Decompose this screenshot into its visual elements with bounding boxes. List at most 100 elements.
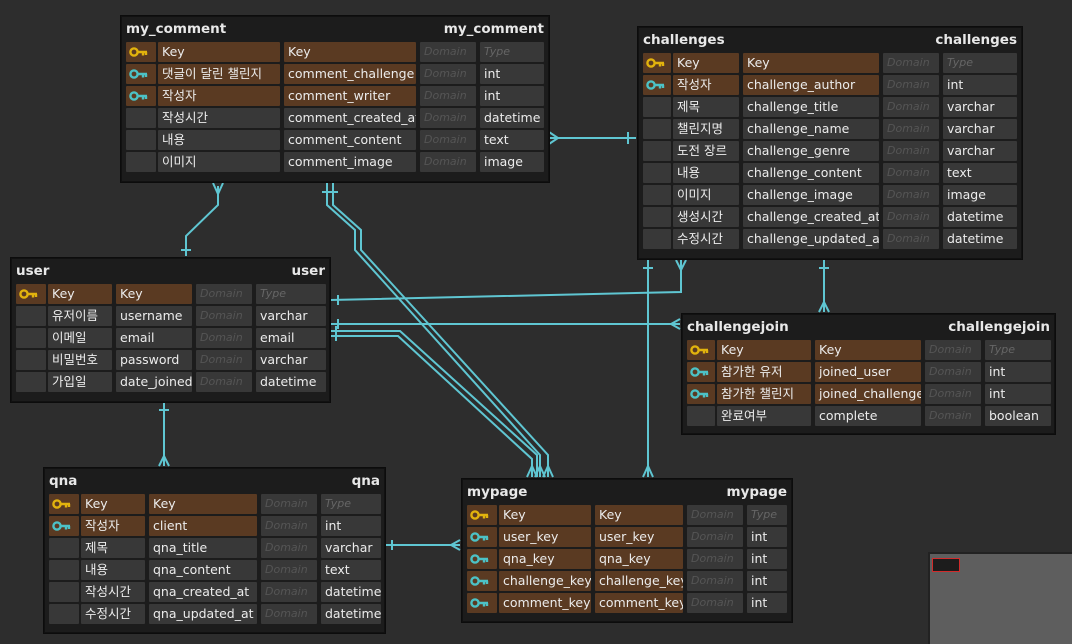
column-domain[interactable]: Domain xyxy=(925,406,981,426)
column-physical-name[interactable]: challenge_title xyxy=(743,97,879,117)
column-type[interactable]: varchar xyxy=(943,119,1017,139)
column-logical-name[interactable]: Key xyxy=(158,42,280,62)
column-domain[interactable]: Domain xyxy=(261,560,317,580)
column-type[interactable]: int xyxy=(985,384,1051,404)
column-domain[interactable]: Domain xyxy=(883,229,939,249)
column-logical-name[interactable]: 유저이름 xyxy=(48,306,112,326)
column-type[interactable]: varchar xyxy=(943,97,1017,117)
column-type[interactable]: int xyxy=(747,593,787,613)
column-type[interactable]: datetime xyxy=(943,207,1017,227)
column-type[interactable]: text xyxy=(321,560,381,580)
column-type[interactable]: boolean xyxy=(985,406,1051,426)
column-domain[interactable]: Domain xyxy=(687,571,743,591)
column-physical-name[interactable]: client xyxy=(149,516,257,536)
column-logical-name[interactable]: 생성시간 xyxy=(673,207,739,227)
column-domain[interactable]: Domain xyxy=(883,141,939,161)
column-type[interactable]: Type xyxy=(256,284,326,304)
column-physical-name[interactable]: password xyxy=(116,350,192,370)
column-domain[interactable]: Domain xyxy=(420,152,476,172)
column-domain[interactable]: Domain xyxy=(883,207,939,227)
column-logical-name[interactable]: 비밀번호 xyxy=(48,350,112,370)
column-domain[interactable]: Domain xyxy=(420,130,476,150)
column-logical-name[interactable]: 이메일 xyxy=(48,328,112,348)
column-logical-name[interactable]: 도전 장르 xyxy=(673,141,739,161)
column-domain[interactable]: Domain xyxy=(687,593,743,613)
entity-header[interactable]: qna qna xyxy=(45,469,384,493)
column-physical-name[interactable]: Key xyxy=(743,53,879,73)
column-logical-name[interactable]: 댓글이 달린 챌린지 xyxy=(158,64,280,84)
column-physical-name[interactable]: username xyxy=(116,306,192,326)
column-domain[interactable]: Domain xyxy=(687,505,743,525)
column-type[interactable]: email xyxy=(256,328,326,348)
column-logical-name[interactable]: Key xyxy=(81,494,145,514)
column-physical-name[interactable]: challenge_updated_at xyxy=(743,229,879,249)
column-domain[interactable]: Domain xyxy=(883,185,939,205)
column-domain[interactable]: Domain xyxy=(261,538,317,558)
column-physical-name[interactable]: complete xyxy=(815,406,921,426)
column-physical-name[interactable]: user_key xyxy=(595,527,683,547)
column-physical-name[interactable]: date_joined xyxy=(116,372,192,392)
column-physical-name[interactable]: Key xyxy=(284,42,416,62)
column-physical-name[interactable]: comment_writer xyxy=(284,86,416,106)
column-logical-name[interactable]: 수정시간 xyxy=(81,604,145,624)
column-domain[interactable]: Domain xyxy=(196,350,252,370)
column-logical-name[interactable]: 작성자 xyxy=(673,75,739,95)
column-physical-name[interactable]: challenge_content xyxy=(743,163,879,183)
column-logical-name[interactable]: Key xyxy=(48,284,112,304)
column-physical-name[interactable]: challenge_genre xyxy=(743,141,879,161)
column-type[interactable]: text xyxy=(943,163,1017,183)
column-type[interactable]: datetime xyxy=(321,582,381,602)
column-logical-name[interactable]: 이미지 xyxy=(673,185,739,205)
column-domain[interactable]: Domain xyxy=(261,604,317,624)
column-physical-name[interactable]: challenge_created_at xyxy=(743,207,879,227)
column-physical-name[interactable]: comment_created_at xyxy=(284,108,416,128)
column-type[interactable]: datetime xyxy=(943,229,1017,249)
column-type[interactable]: datetime xyxy=(321,604,381,624)
column-logical-name[interactable]: 작성자 xyxy=(158,86,280,106)
column-type[interactable]: image xyxy=(943,185,1017,205)
column-logical-name[interactable]: 참가한 유저 xyxy=(717,362,811,382)
column-type[interactable]: int xyxy=(943,75,1017,95)
column-domain[interactable]: Domain xyxy=(883,53,939,73)
column-type[interactable]: Type xyxy=(985,340,1051,360)
column-physical-name[interactable]: qna_updated_at xyxy=(149,604,257,624)
column-logical-name[interactable]: qna_key xyxy=(499,549,591,569)
column-physical-name[interactable]: comment_image xyxy=(284,152,416,172)
column-type[interactable]: int xyxy=(747,549,787,569)
column-logical-name[interactable]: 작성시간 xyxy=(81,582,145,602)
entity-header[interactable]: challengejoin challengejoin xyxy=(683,315,1054,339)
column-domain[interactable]: Domain xyxy=(420,86,476,106)
column-logical-name[interactable]: Key xyxy=(499,505,591,525)
column-domain[interactable]: Domain xyxy=(261,582,317,602)
column-type[interactable]: Type xyxy=(943,53,1017,73)
column-logical-name[interactable]: Key xyxy=(717,340,811,360)
column-logical-name[interactable]: 이미지 xyxy=(158,152,280,172)
column-type[interactable]: varchar xyxy=(943,141,1017,161)
column-physical-name[interactable]: challenge_image xyxy=(743,185,879,205)
column-logical-name[interactable]: 작성자 xyxy=(81,516,145,536)
column-logical-name[interactable]: 내용 xyxy=(673,163,739,183)
column-logical-name[interactable]: challenge_key xyxy=(499,571,591,591)
column-domain[interactable]: Domain xyxy=(883,97,939,117)
column-physical-name[interactable]: comment_content xyxy=(284,130,416,150)
column-type[interactable]: int xyxy=(985,362,1051,382)
column-physical-name[interactable]: qna_content xyxy=(149,560,257,580)
